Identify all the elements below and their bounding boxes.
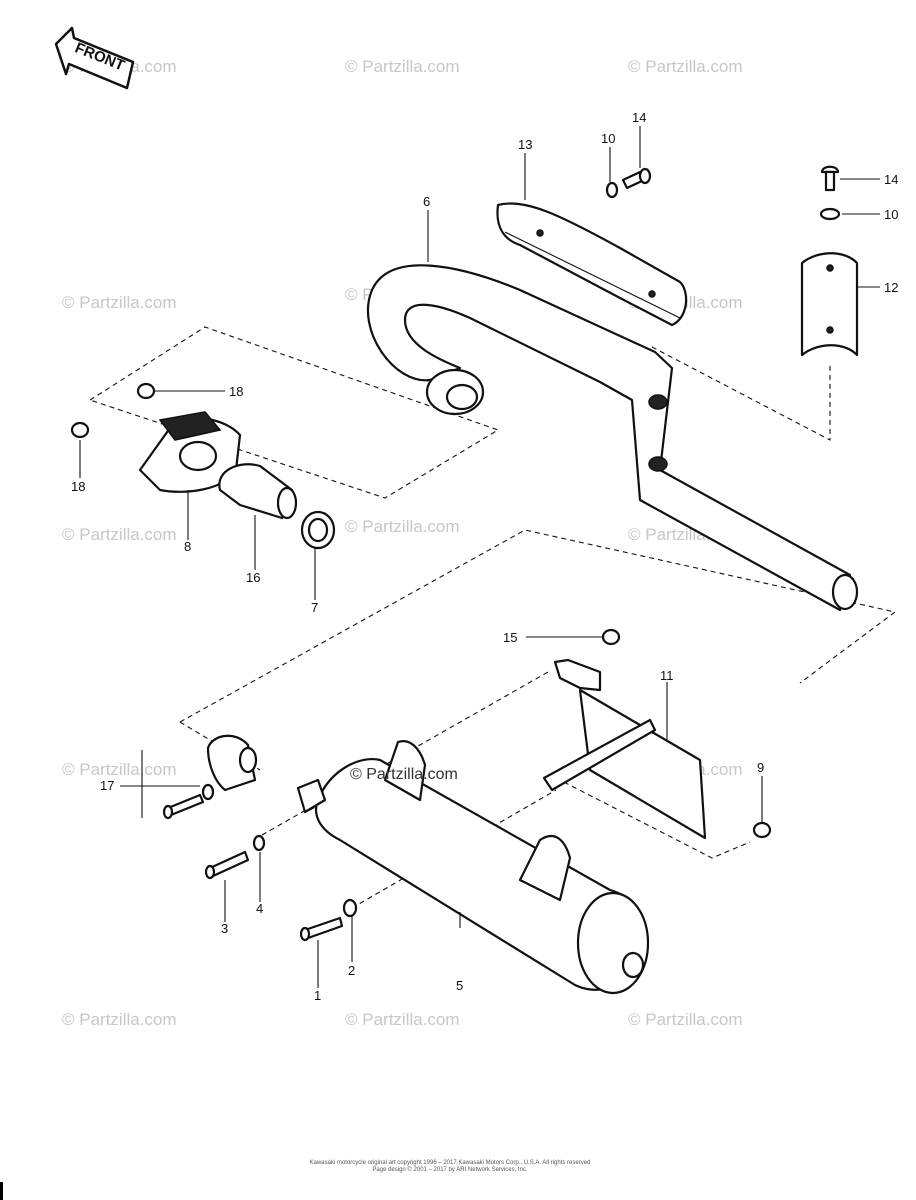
callout-4: 4: [256, 901, 263, 916]
callout-3: 3: [221, 921, 228, 936]
callout-14-top: 14: [632, 110, 646, 125]
nut-9: [752, 821, 772, 839]
callout-2: 2: [348, 963, 355, 978]
nut-18-left: [70, 421, 90, 439]
page-design-line: Page design © 2001 – 2017 by ARI Network…: [372, 1167, 528, 1173]
callout-15: 15: [503, 630, 517, 645]
bolt-1: [299, 916, 344, 942]
watermark: © Partzilla.com: [345, 517, 460, 536]
callout-8: 8: [184, 539, 191, 554]
callout-1: 1: [314, 988, 321, 1003]
edge-mark: [0, 1182, 3, 1200]
callout-13: 13: [518, 137, 532, 152]
watermark: © Partzilla.com: [62, 760, 177, 779]
callout-11: 11: [660, 668, 674, 683]
callout-17: 17: [100, 778, 114, 793]
nut-15: [601, 628, 621, 646]
callouts: 1 2 3 4 5 6 7 8 9 10 10 11 12 13 14 14 1…: [71, 110, 898, 1003]
exhaust-pipe: [366, 264, 859, 612]
exhaust-collar: [218, 463, 298, 520]
screw-14-top: [621, 167, 652, 190]
exhaust-gasket: [300, 510, 336, 550]
clamp: [206, 734, 258, 792]
callout-18-upper: 18: [229, 384, 243, 399]
washer-4: [252, 834, 266, 852]
watermark-inline: © Partzilla.com: [350, 766, 458, 783]
watermark: © Partzilla.com: [62, 1010, 177, 1029]
callout-12: 12: [884, 280, 898, 295]
front-arrow-icon: FRONT: [54, 26, 135, 90]
watermark: © Partzilla.com: [628, 1010, 743, 1029]
callout-9: 9: [757, 760, 764, 775]
callout-10-right: 10: [884, 207, 898, 222]
leader-lines: [79, 126, 880, 988]
callout-14-right: 14: [884, 172, 898, 187]
watermark: © Partzilla.com: [62, 525, 177, 544]
nut-18-upper: [136, 382, 156, 400]
assembly-lines: [88, 326, 897, 909]
watermark: © Partzilla.com: [345, 57, 460, 76]
watermarks: © Partzilla.com © Partzilla.com © Partzi…: [62, 57, 743, 1029]
muffler: [296, 740, 650, 995]
watermark: © Partzilla.com: [62, 293, 177, 312]
watermark: © Partzilla.com: [345, 1010, 460, 1029]
callout-7: 7: [311, 600, 318, 615]
screw-14-right: [820, 165, 840, 192]
callout-5: 5: [456, 978, 463, 993]
lock-washer-10-right: [819, 207, 841, 221]
callout-18-left: 18: [71, 479, 85, 494]
callout-16: 16: [246, 570, 260, 585]
callout-10-top: 10: [601, 131, 615, 146]
bolt-3: [204, 850, 250, 880]
washer-2: [342, 898, 358, 918]
front-cover: [800, 252, 859, 357]
lock-washer-10-top: [605, 181, 619, 199]
callout-6: 6: [423, 194, 430, 209]
exhaust-flange: [138, 411, 242, 493]
heat-guard: [496, 202, 688, 327]
bolt-17: [162, 793, 205, 820]
bracket: [542, 658, 707, 840]
washer-17: [201, 783, 215, 801]
copyright-line: Kawasaki motorcycle original art copyrig…: [309, 1160, 591, 1166]
watermark: © Partzilla.com: [628, 57, 743, 76]
